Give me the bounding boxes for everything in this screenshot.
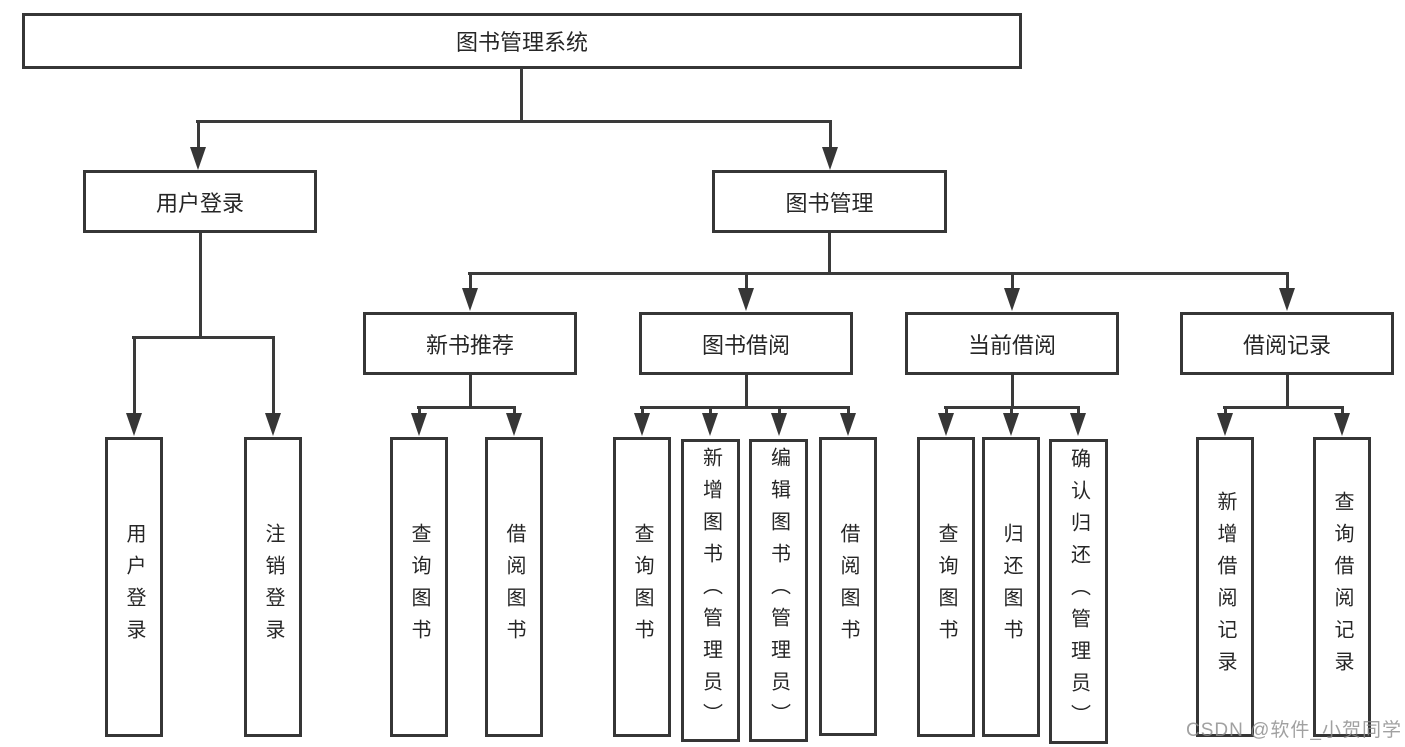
leaf-query-book-3: 查询图书	[917, 437, 975, 737]
leaf-user-login: 用户登录	[105, 437, 163, 737]
connector-arrow-stem	[1077, 406, 1080, 415]
node-borrow-record: 借阅记录	[1180, 312, 1394, 375]
arrowhead-down-icon	[1279, 288, 1295, 311]
node-label: 图书管理	[785, 190, 874, 216]
leaf-add-book-admin: 新增图书（管理员）	[681, 439, 740, 742]
connector-arrow-stem	[1341, 406, 1344, 415]
node-label: 用户登录	[123, 523, 145, 651]
leaf-borrow-book-1: 借阅图书	[485, 437, 543, 737]
arrowhead-down-icon	[634, 413, 650, 436]
node-label: 借阅图书	[503, 523, 525, 651]
connector-arrow-stem	[1224, 406, 1227, 415]
connector-arrow-stem	[945, 406, 948, 415]
arrowhead-down-icon	[1004, 288, 1020, 311]
connector-arrow-stem	[641, 406, 644, 415]
arrowhead-down-icon	[462, 288, 478, 311]
arrowhead-down-icon	[1070, 413, 1086, 436]
leaf-logout: 注销登录	[244, 437, 302, 737]
node-label: 查询图书	[935, 523, 957, 651]
node-label: 确认归还（管理员）	[1067, 447, 1090, 736]
connector-arrow-stem	[469, 272, 472, 290]
connector-arrow-stem	[133, 336, 136, 414]
arrowhead-down-icon	[411, 413, 427, 436]
node-label: 图书借阅	[701, 332, 790, 358]
connector-arrow-stem	[418, 406, 421, 415]
leaf-add-borrow-record: 新增借阅记录	[1196, 437, 1254, 737]
connector-arrow-stem	[1286, 272, 1289, 290]
leaf-query-borrow-record: 查询借阅记录	[1313, 437, 1371, 737]
node-label: 借阅记录	[1242, 332, 1331, 358]
connector-arrow-stem	[847, 406, 850, 415]
connector-level2-rail	[196, 120, 832, 123]
leaf-confirm-return-admin: 确认归还（管理员）	[1049, 439, 1108, 744]
node-book-management: 图书管理	[712, 170, 947, 233]
arrowhead-down-icon	[1217, 413, 1233, 436]
connector-level3-rail	[468, 272, 1289, 275]
node-root: 图书管理系统	[22, 13, 1022, 69]
node-label: 注销登录	[262, 523, 284, 651]
node-label: 归还图书	[1000, 523, 1022, 651]
node-new-book-recommend: 新书推荐	[363, 312, 577, 375]
connector-bookborrow-rail	[640, 406, 850, 409]
connector-arrow-stem	[513, 406, 516, 415]
arrowhead-down-icon	[938, 413, 954, 436]
arrowhead-down-icon	[738, 288, 754, 311]
node-label: 新增图书（管理员）	[699, 446, 722, 735]
connector-userlogin-stem	[199, 233, 202, 338]
node-user-login: 用户登录	[83, 170, 317, 233]
connector-bookmgmt-stem	[828, 233, 831, 274]
node-label: 查询图书	[408, 523, 430, 651]
arrowhead-down-icon	[702, 413, 718, 436]
connector-arrow-stem	[197, 120, 200, 148]
arrowhead-down-icon	[822, 147, 838, 170]
leaf-return-book: 归还图书	[982, 437, 1040, 737]
arrowhead-down-icon	[1334, 413, 1350, 436]
connector-bookborrow-stem	[745, 375, 748, 408]
node-label: 当前借阅	[967, 332, 1056, 358]
csdn-watermark: CSDN @软件_小贺同学	[1186, 720, 1402, 741]
connector-arrow-stem	[272, 336, 275, 414]
connector-newbook-stem	[469, 375, 472, 408]
node-label: 借阅图书	[837, 522, 859, 651]
connector-currentborrow-stem	[1011, 375, 1014, 408]
leaf-query-book-2: 查询图书	[613, 437, 671, 737]
connector-borrowrecord-stem	[1286, 375, 1289, 408]
connector-arrow-stem	[1011, 272, 1014, 290]
connector-root-stem	[520, 68, 523, 122]
arrowhead-down-icon	[265, 413, 281, 436]
node-label: 用户登录	[155, 190, 244, 216]
arrowhead-down-icon	[771, 413, 787, 436]
arrowhead-down-icon	[506, 413, 522, 436]
node-book-borrow: 图书借阅	[639, 312, 853, 375]
connector-arrow-stem	[745, 272, 748, 290]
node-label: 新书推荐	[425, 332, 514, 358]
node-label: 编辑图书（管理员）	[767, 446, 790, 735]
leaf-query-book-1: 查询图书	[390, 437, 448, 737]
node-label: 图书管理系统	[455, 30, 588, 55]
connector-arrow-stem	[1010, 406, 1013, 415]
node-label: 新增借阅记录	[1214, 491, 1236, 683]
arrowhead-down-icon	[190, 147, 206, 170]
connector-arrow-stem	[778, 406, 781, 415]
connector-borrowrecord-rail	[1223, 406, 1344, 409]
arrowhead-down-icon	[1003, 413, 1019, 436]
connector-arrow-stem	[829, 120, 832, 148]
connector-arrow-stem	[709, 406, 712, 415]
leaf-borrow-book-2: 借阅图书	[819, 437, 877, 736]
leaf-edit-book-admin: 编辑图书（管理员）	[749, 439, 808, 742]
arrowhead-down-icon	[840, 413, 856, 436]
node-label: 查询借阅记录	[1331, 491, 1353, 683]
arrowhead-down-icon	[126, 413, 142, 436]
node-current-borrow: 当前借阅	[905, 312, 1119, 375]
connector-userlogin-rail	[132, 336, 275, 339]
connector-newbook-rail	[417, 406, 516, 409]
node-label: 查询图书	[631, 523, 653, 651]
